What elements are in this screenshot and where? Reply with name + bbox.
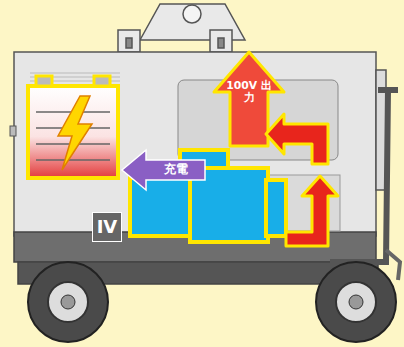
charge-label-arrow: 充電 xyxy=(148,161,204,179)
charge-arrow xyxy=(122,150,205,190)
trailer-frame xyxy=(18,90,400,284)
panel-number-box: IV xyxy=(92,212,122,242)
output-arrow xyxy=(214,52,338,246)
node-text: 充電 xyxy=(164,163,188,176)
battery xyxy=(28,76,118,178)
generator-housing xyxy=(10,52,386,262)
node-text: IV xyxy=(97,217,118,237)
lifting-hook xyxy=(118,4,245,52)
node-text: 100V 出力 xyxy=(223,80,275,104)
output-label-arrow: 100V 出力 xyxy=(223,72,275,112)
wheel xyxy=(28,262,396,342)
